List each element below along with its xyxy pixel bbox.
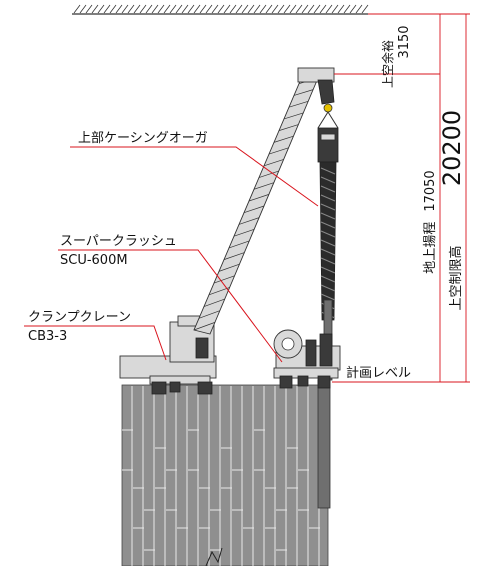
casing-underground bbox=[317, 379, 331, 509]
sheet-pile-wall bbox=[121, 384, 329, 566]
leaders bbox=[24, 146, 319, 363]
label-upper-casing-auger: 上部ケーシングオーガ bbox=[78, 131, 208, 146]
limit-value: 20200 bbox=[438, 110, 466, 186]
super-crush-machine bbox=[273, 329, 341, 389]
lift-height-text: 地上揚程17050 bbox=[422, 170, 438, 273]
limit-label: 上空制限高 bbox=[448, 245, 464, 310]
overhead-ceiling bbox=[72, 4, 369, 15]
dimension-lines bbox=[334, 13, 470, 383]
clearance-label: 上空余裕 bbox=[380, 40, 395, 88]
label-plan-level: 計画レベル bbox=[346, 365, 411, 381]
clearance-value: 3150 bbox=[397, 25, 412, 58]
label-clamp-crane: クランプクレーン bbox=[28, 310, 131, 325]
label-super-crush-model: SCU-600M bbox=[60, 253, 128, 268]
label-super-crush: スーパークラッシュ bbox=[60, 234, 177, 249]
crane-boom bbox=[193, 67, 335, 335]
label-clamp-crane-model: CB3-3 bbox=[28, 329, 67, 344]
